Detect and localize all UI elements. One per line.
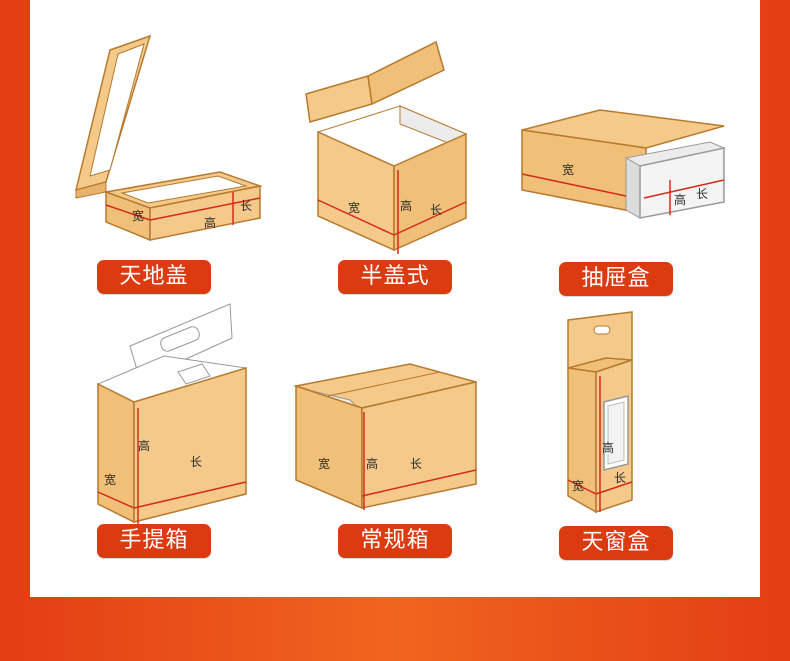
dim-width: 宽 bbox=[104, 472, 116, 487]
dim-length: 长 bbox=[410, 457, 422, 471]
content-panel: 宽 高 长 天地盖 宽 高 长 半盖式 bbox=[30, 0, 760, 597]
dim-height: 高 bbox=[602, 440, 614, 455]
dim-height: 高 bbox=[138, 438, 150, 453]
box-illustration-regular: 宽 高 长 bbox=[288, 298, 502, 538]
dim-length: 长 bbox=[190, 455, 202, 469]
dim-length: 长 bbox=[430, 203, 442, 217]
dim-width: 宽 bbox=[132, 208, 144, 223]
box-illustration-lid-base: 宽 高 长 bbox=[70, 30, 284, 270]
box-illustration-window: 宽 高 长 bbox=[514, 298, 728, 538]
dim-length: 长 bbox=[240, 199, 252, 213]
label-lid-base: 天地盖 bbox=[97, 260, 211, 294]
box-illustration-drawer: 宽 高 长 bbox=[514, 30, 728, 270]
dim-width: 宽 bbox=[572, 478, 584, 493]
label-regular: 常规箱 bbox=[338, 524, 452, 558]
dim-height: 高 bbox=[400, 198, 412, 213]
label-window: 天窗盒 bbox=[559, 526, 673, 560]
drawer-box-drawing: 宽 高 长 bbox=[521, 109, 726, 219]
label-handle: 手提箱 bbox=[97, 524, 211, 558]
dim-width: 宽 bbox=[348, 200, 360, 215]
dim-width: 宽 bbox=[562, 162, 574, 177]
lid-base-box-drawing: 宽 高 长 bbox=[74, 34, 263, 242]
dim-length: 长 bbox=[696, 187, 708, 201]
label-half-cover: 半盖式 bbox=[338, 260, 452, 294]
window-box-drawing: 宽 高 长 bbox=[567, 311, 633, 514]
dim-height: 高 bbox=[204, 215, 216, 230]
handle-box-drawing: 宽 高 长 bbox=[96, 303, 247, 524]
half-cover-box-drawing: 宽 高 长 bbox=[305, 40, 468, 254]
dim-height: 高 bbox=[674, 192, 686, 207]
label-drawer: 抽屉盒 bbox=[559, 262, 673, 296]
dim-height: 高 bbox=[366, 456, 378, 471]
box-illustration-handle: 宽 高 长 bbox=[70, 298, 284, 538]
regular-box-drawing: 宽 高 长 bbox=[293, 363, 477, 510]
box-illustration-half-cover: 宽 高 长 bbox=[288, 30, 502, 270]
dim-width: 宽 bbox=[318, 456, 330, 471]
dim-length: 长 bbox=[614, 471, 626, 485]
